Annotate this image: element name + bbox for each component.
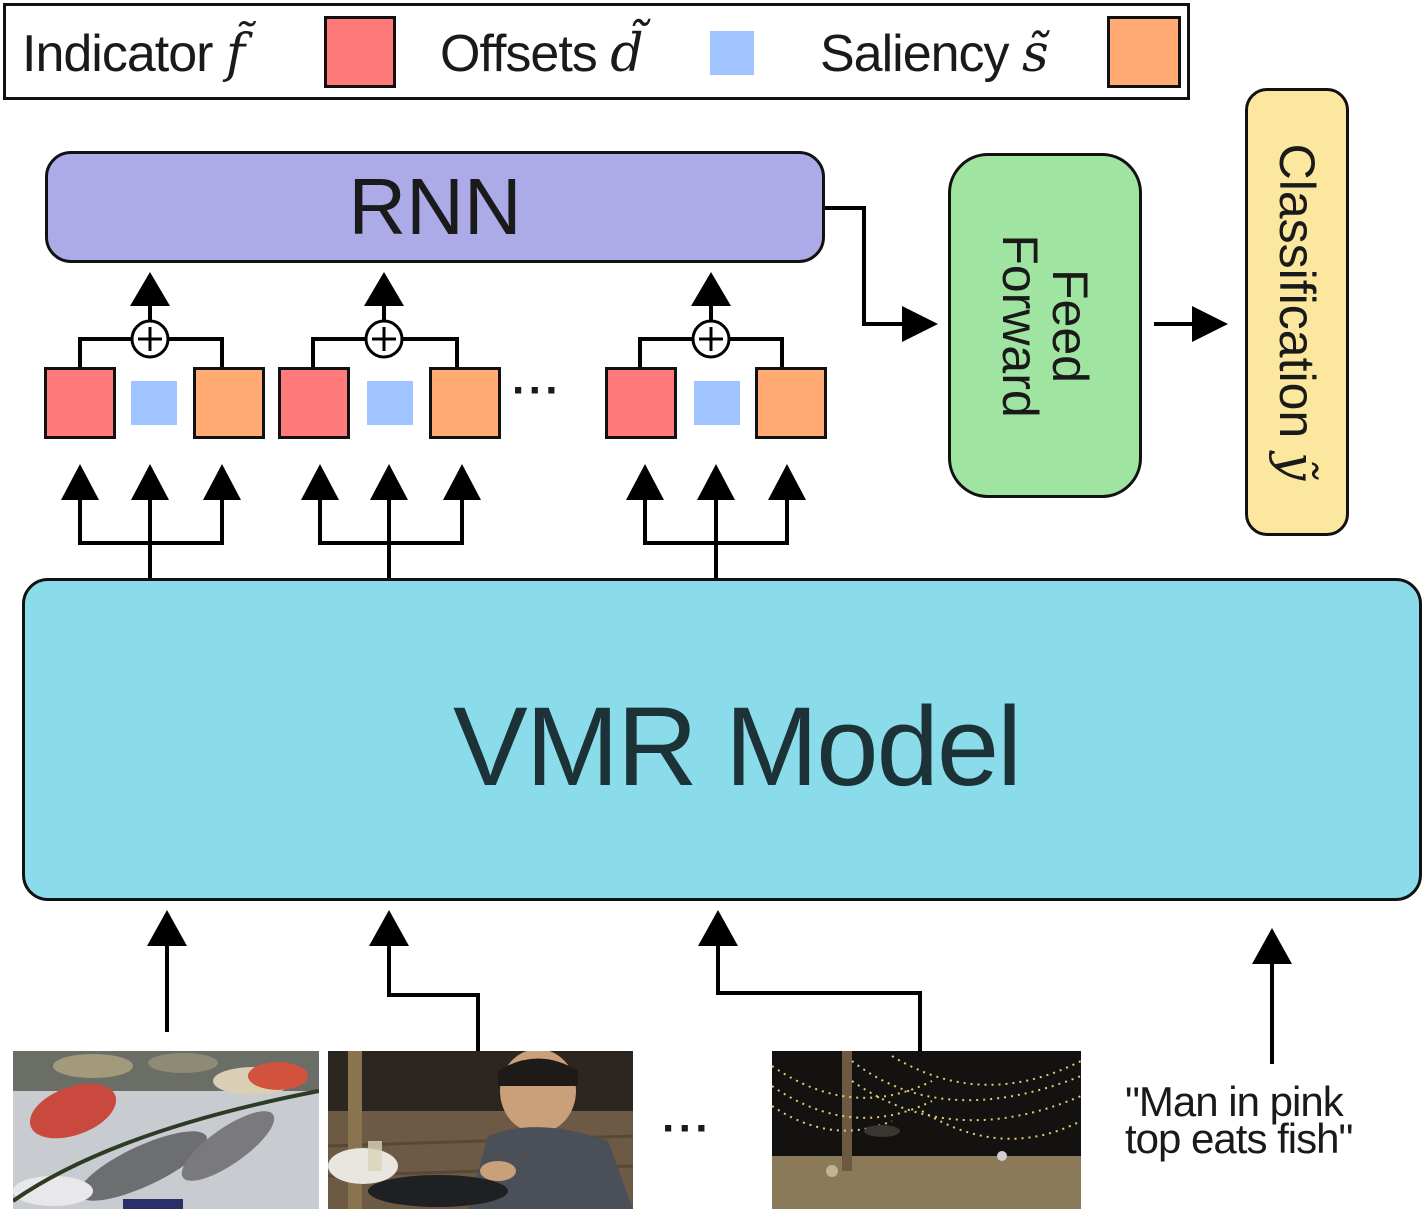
- ellipsis-frames: ···: [662, 1104, 712, 1153]
- man-eating-photo-icon: [328, 1051, 633, 1209]
- string-lights-photo-icon: [772, 1051, 1081, 1209]
- rnn-label: RNN: [348, 162, 522, 251]
- legend-offsets-swatch: [710, 31, 754, 75]
- saliency-square-1: [193, 367, 265, 439]
- legend-offsets-label: Offsets d̃: [440, 24, 644, 84]
- offsets-square-2: [367, 381, 413, 425]
- legend-indicator-label: Indicator f̃: [22, 24, 245, 84]
- legend-saliency-label: Saliency s̃: [820, 24, 1049, 84]
- fish-photo-icon: [13, 1051, 319, 1209]
- legend-saliency-swatch: [1107, 16, 1181, 88]
- ellipsis-squares: ···: [512, 366, 562, 415]
- legend-indicator-swatch: [324, 16, 396, 88]
- indicator-square-1: [44, 367, 116, 439]
- indicator-square-2: [278, 367, 350, 439]
- vmr-model-label: VMR Model: [453, 684, 1022, 809]
- saliency-square-3: [755, 367, 827, 439]
- offsets-square-1: [131, 381, 177, 425]
- vmr-model-block: [22, 578, 1422, 901]
- classification-block: Classification ỹ: [1245, 88, 1349, 536]
- feed-forward-block: Feed Forward: [948, 153, 1142, 498]
- rnn-block: RNN: [45, 151, 825, 263]
- indicator-square-3: [605, 367, 677, 439]
- saliency-square-2: [429, 367, 501, 439]
- query-text: "Man in pink top eats fish": [1125, 1078, 1353, 1162]
- legend: Indicator f̃ Offsets d̃ Saliency s̃: [3, 3, 1190, 100]
- offsets-square-3: [694, 381, 740, 425]
